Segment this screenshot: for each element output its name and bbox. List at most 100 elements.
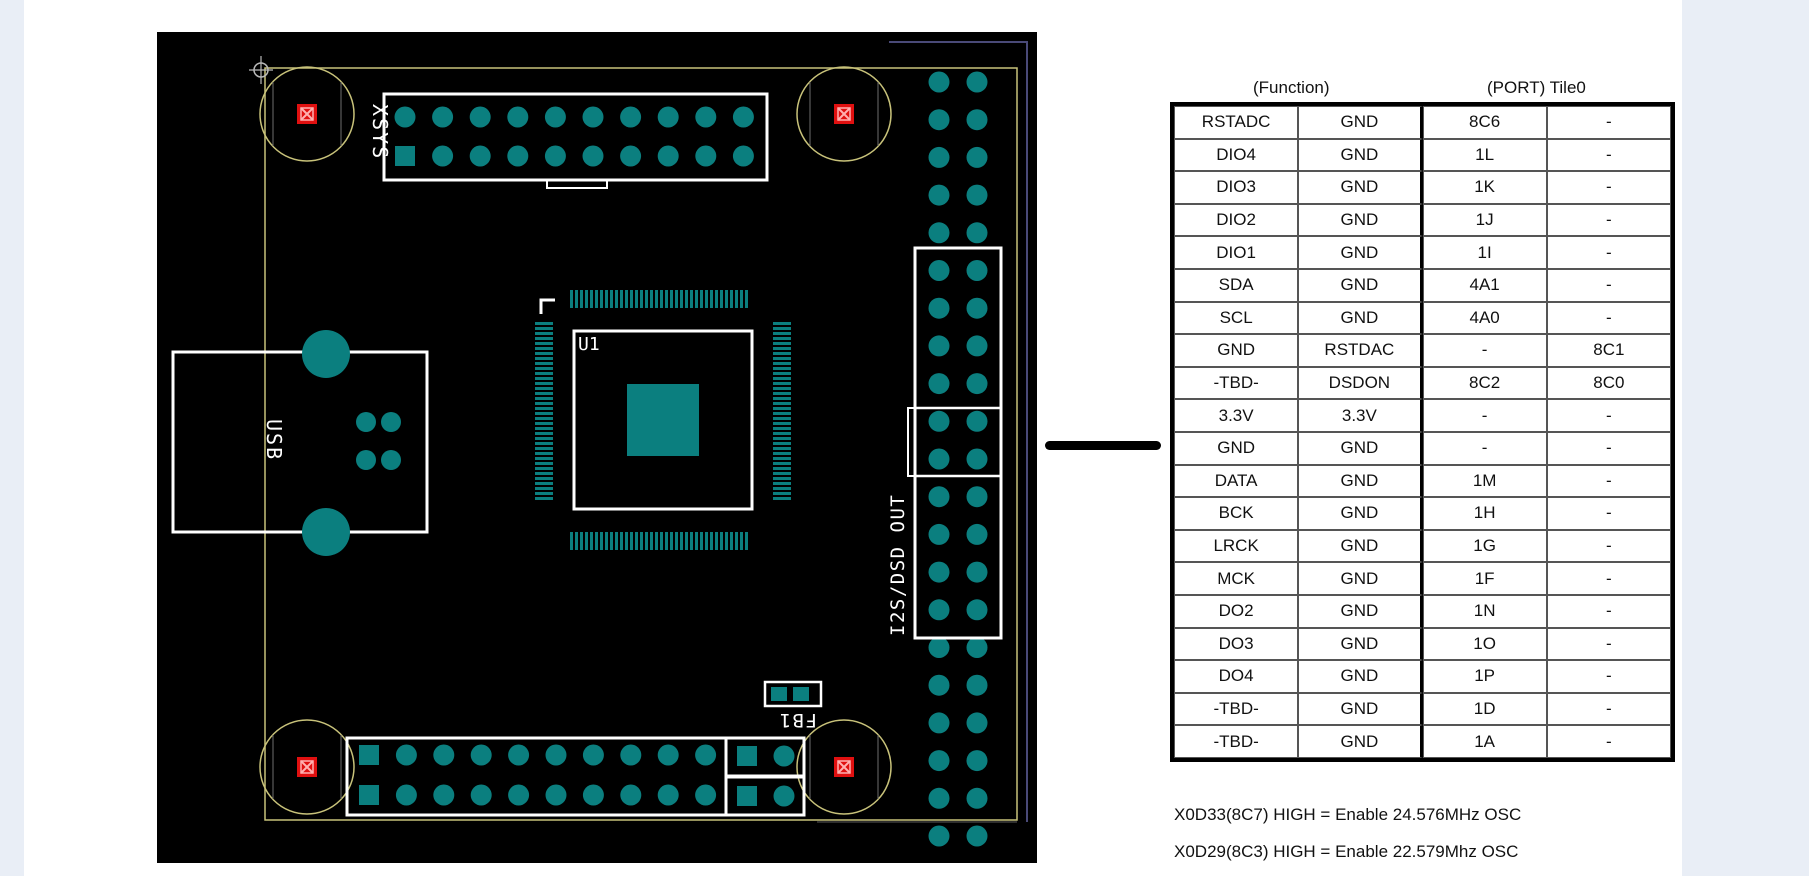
board-edge-line: [889, 41, 1028, 822]
u1-pin-pad: [645, 532, 648, 550]
table-cell: GND: [1298, 529, 1423, 563]
mounting-hole-marker: [300, 107, 314, 121]
table-cell: 1D: [1422, 692, 1547, 726]
table-cell: 8C0: [1546, 366, 1671, 400]
u1-label: U1: [578, 334, 600, 355]
u1-pin-pad: [690, 290, 693, 308]
u1-pin-pad: [590, 290, 593, 308]
round-pad: [657, 106, 679, 128]
round-pad: [966, 222, 988, 244]
mounting-hole: [259, 719, 355, 815]
u1-pin-pad: [535, 327, 553, 330]
u1-pin-pad: [610, 290, 613, 308]
u1-pin-pad: [773, 392, 791, 395]
jumper-outline: [724, 775, 806, 817]
u1-pin-pad: [535, 462, 553, 465]
round-pad: [966, 825, 988, 847]
round-pad: [773, 785, 795, 807]
u1-pin-pad: [620, 290, 623, 308]
u1-pin-pad: [535, 407, 553, 410]
u1-pin-pad: [773, 362, 791, 365]
u1-pin-pad: [625, 290, 628, 308]
u1-pin-pad: [773, 487, 791, 490]
round-pad: [470, 744, 492, 766]
u1-pin-pad: [715, 290, 718, 308]
u1-pin-pad: [535, 342, 553, 345]
round-pad: [966, 561, 988, 583]
u1-pin-pad: [773, 372, 791, 375]
table-cell: 4A0: [1422, 301, 1547, 335]
u1-pin-pad: [535, 422, 553, 425]
round-pad: [544, 145, 566, 167]
u1-pin-pad: [705, 532, 708, 550]
round-pad: [966, 523, 988, 545]
u1-pin-pad: [725, 290, 728, 308]
mounting-hole-marker: [300, 760, 314, 774]
u1-pin-pad: [670, 532, 673, 550]
u1-pin-pad: [535, 332, 553, 335]
u1-pin-pad: [740, 290, 743, 308]
mounting-hole: [259, 66, 355, 162]
mounting-hole-marker: [300, 760, 314, 774]
round-pad: [966, 184, 988, 206]
table-cell: -: [1546, 431, 1671, 465]
round-pad: [545, 744, 567, 766]
fb1-label: FB1: [778, 709, 817, 731]
u1-pin-pad: [635, 532, 638, 550]
table-cell: GND: [1298, 660, 1423, 693]
table-cell: GND: [1298, 138, 1423, 172]
round-pad: [928, 787, 950, 809]
table-cell: 8C1: [1546, 334, 1671, 367]
table-column-headers: (Function) (PORT) Tile0: [1170, 72, 1675, 102]
table-cell: 1L: [1422, 138, 1547, 172]
u1-pin-pad: [773, 482, 791, 485]
usb-shield-pad: [302, 330, 350, 378]
table-cell: GND: [1298, 171, 1423, 204]
table-cell: 1I: [1422, 236, 1547, 269]
u1-pin-pad: [685, 532, 688, 550]
round-pad: [966, 260, 988, 281]
u1-pin1-marker: [539, 298, 555, 314]
table-cell: DIO4: [1174, 138, 1299, 172]
u1-pin-pad: [675, 290, 678, 308]
table-cell: -: [1546, 562, 1671, 595]
u1-pin-pad: [773, 337, 791, 340]
table-cell: GND: [1298, 627, 1423, 661]
table-cell: 1P: [1422, 660, 1547, 693]
u1-pin-pad: [773, 332, 791, 335]
round-pad: [582, 784, 604, 806]
round-pad: [966, 674, 988, 696]
round-pad: [695, 106, 717, 128]
round-pad: [732, 106, 754, 128]
u1-pin-pad: [535, 482, 553, 485]
table-cell: -: [1546, 268, 1671, 302]
u1-pin-pad: [695, 290, 698, 308]
xsys-header-key: [546, 179, 608, 189]
round-pad: [620, 784, 642, 806]
u1-pin-pad: [575, 532, 578, 550]
round-pad: [928, 410, 950, 432]
round-pad: [657, 784, 679, 806]
table-cell: DSDON: [1298, 366, 1423, 400]
table-cell: GND: [1298, 268, 1423, 302]
mounting-hole-marker: [300, 107, 314, 121]
u1-pin-pad: [535, 457, 553, 460]
table-cell: DO3: [1174, 627, 1299, 661]
u1-pin-pad: [773, 377, 791, 380]
u1-pin-pad: [773, 342, 791, 345]
round-pad: [432, 106, 454, 128]
round-pad: [928, 109, 950, 131]
u1-pin-pad: [773, 407, 791, 410]
u1-pin-pad: [660, 290, 663, 308]
u1-pin-pad: [685, 290, 688, 308]
u1-pin-pad: [730, 532, 733, 550]
mounting-hole-marker: [837, 760, 851, 774]
u1-pin-pad: [695, 532, 698, 550]
u1-pin-pad: [585, 290, 588, 308]
square-pad: [359, 745, 379, 765]
u1-pin-pad: [600, 532, 603, 550]
